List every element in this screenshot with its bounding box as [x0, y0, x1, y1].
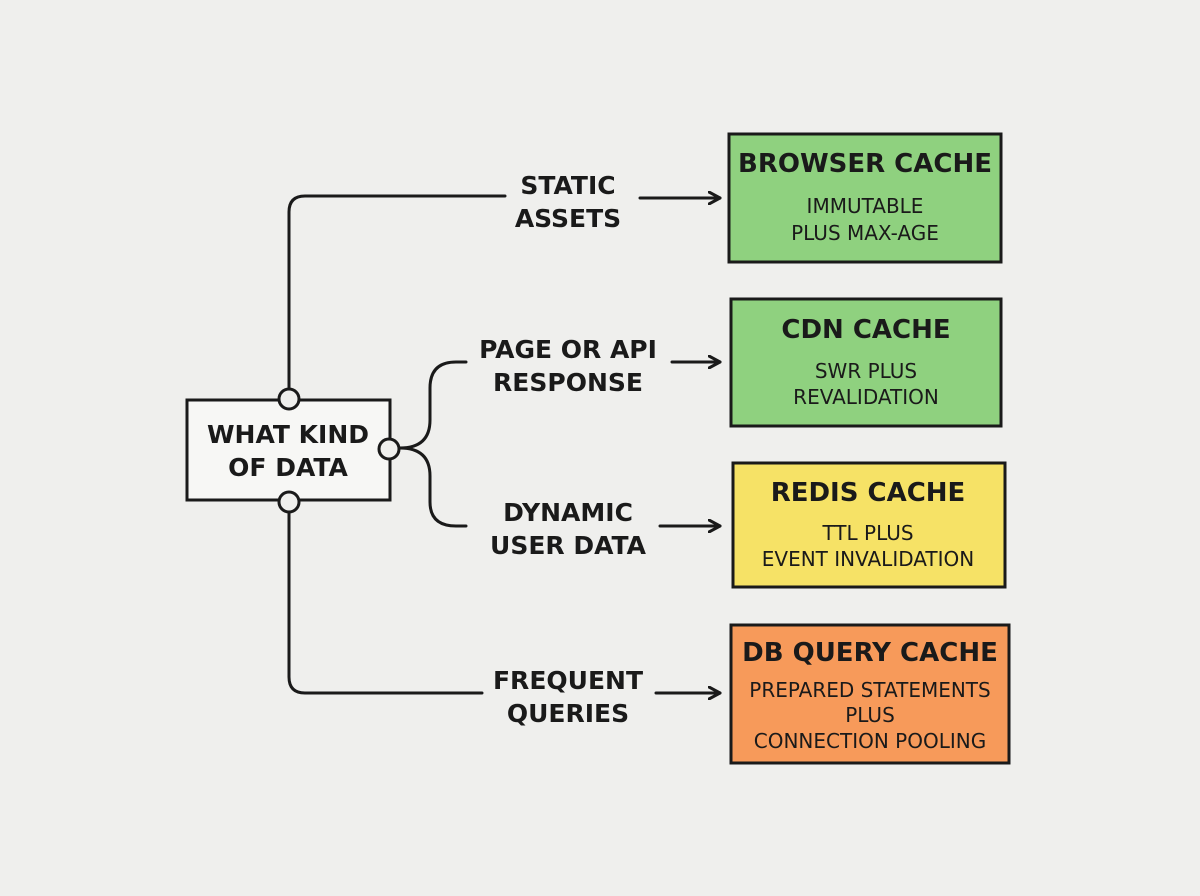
cache-box-redis: REDIS CACHE TTL PLUS EVENT INVALIDATION: [731, 461, 1007, 589]
db-query-cache-line-1: PREPARED STATEMENTS: [749, 678, 990, 702]
root-line-2: OF DATA: [228, 453, 348, 482]
label-static-assets-line-2: ASSETS: [515, 204, 621, 233]
label-page-response-line-1: PAGE OR API: [479, 335, 657, 364]
connector-static-assets: [287, 194, 507, 392]
cdn-cache-line-1: SWR PLUS: [815, 359, 917, 383]
db-query-cache-line-2: PLUS: [845, 703, 895, 727]
db-query-cache-box: [729, 623, 1011, 765]
root-port-top: [277, 387, 301, 411]
branch-labels: STATIC ASSETS PAGE OR API RESPONSE DYNAM…: [479, 171, 657, 728]
redis-cache-title: REDIS CACHE: [771, 478, 966, 508]
redis-cache-line-1: TTL PLUS: [821, 521, 913, 545]
label-page-response-line-2: RESPONSE: [493, 368, 643, 397]
redis-cache-line-2: EVENT INVALIDATION: [762, 547, 974, 571]
arrows: [638, 198, 722, 693]
cache-box-cdn: CDN CACHE SWR PLUS REVALIDATION: [729, 297, 1003, 428]
root-port-right: [377, 437, 401, 461]
cdn-cache-box: [729, 297, 1003, 428]
cdn-cache-title: CDN CACHE: [781, 315, 950, 345]
root-line-1: WHAT KIND: [207, 420, 369, 449]
label-frequent-queries-line-1: FREQUENT: [493, 666, 643, 695]
browser-cache-title: BROWSER CACHE: [738, 149, 992, 179]
label-dynamic-user-line-1: DYNAMIC: [503, 498, 633, 527]
redis-cache-box: [731, 461, 1007, 589]
browser-cache-line-1: IMMUTABLE: [807, 194, 924, 218]
browser-cache-box: [727, 132, 1003, 264]
cache-box-db-query: DB QUERY CACHE PREPARED STATEMENTS PLUS …: [729, 623, 1011, 765]
cache-box-browser: BROWSER CACHE IMMUTABLE PLUS MAX-AGE: [727, 132, 1003, 264]
root-port-bottom: [277, 490, 301, 514]
label-frequent-queries-line-2: QUERIES: [507, 699, 629, 728]
connector-page-response: [398, 360, 468, 450]
connector-frequent-queries: [287, 510, 484, 695]
root-box: [185, 398, 392, 502]
connector-dynamic-user: [398, 446, 468, 528]
label-static-assets-line-1: STATIC: [520, 171, 615, 200]
db-query-cache-title: DB QUERY CACHE: [742, 638, 998, 668]
connectors: [287, 194, 507, 695]
browser-cache-line-2: PLUS MAX-AGE: [791, 221, 939, 245]
root-node: WHAT KIND OF DATA: [185, 387, 401, 514]
db-query-cache-line-3: CONNECTION POOLING: [754, 729, 986, 753]
cdn-cache-line-2: REVALIDATION: [793, 385, 939, 409]
label-dynamic-user-line-2: USER DATA: [490, 531, 647, 560]
